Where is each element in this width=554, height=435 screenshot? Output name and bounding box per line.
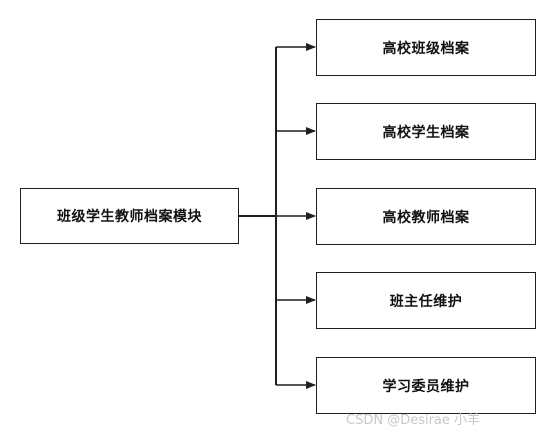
child-node-class-archive: 高校班级档案: [316, 19, 536, 76]
child-node-study-committee: 学习委员维护: [316, 357, 536, 414]
root-node: 班级学生教师档案模块: [20, 188, 239, 244]
child-node-label: 班主任维护: [389, 293, 463, 310]
child-node-head-teacher: 班主任维护: [316, 272, 536, 329]
child-node-label: 高校教师档案: [382, 209, 470, 226]
child-node-student-archive: 高校学生档案: [316, 103, 536, 160]
root-node-label: 班级学生教师档案模块: [57, 209, 202, 225]
child-node-label: 高校班级档案: [382, 40, 470, 57]
child-node-label: 学习委员维护: [382, 378, 470, 395]
child-node-label: 高校学生档案: [382, 124, 470, 141]
watermark-text: CSDN @Desirae 小羊: [346, 413, 481, 428]
child-node-teacher-archive: 高校教师档案: [316, 188, 536, 245]
